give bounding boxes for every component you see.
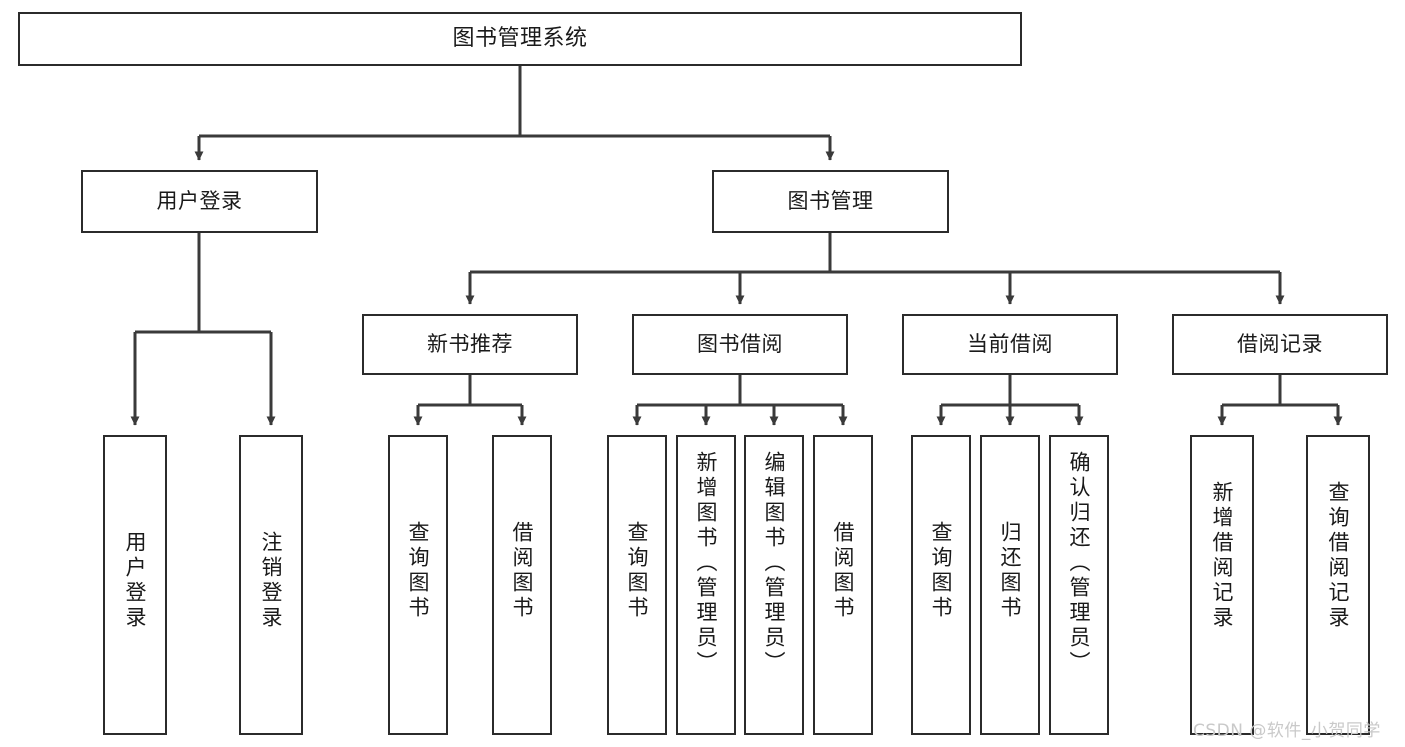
- node-leaf-query-record-label: 查询借阅记录: [1326, 481, 1351, 631]
- node-leaf-logout-login-label: 注销登录: [259, 531, 284, 631]
- node-book-borrow-label: 图书借阅: [697, 332, 783, 357]
- node-user-login-label: 用户登录: [156, 189, 243, 214]
- node-leaf-add-record-label: 新增借阅记录: [1210, 481, 1235, 631]
- node-borrow-record[interactable]: 借阅记录: [1172, 314, 1388, 375]
- node-leaf-query-book-1-label: 查询图书: [406, 521, 431, 621]
- node-root[interactable]: 图书管理系统: [18, 12, 1022, 66]
- node-leaf-logout-login[interactable]: 注销登录: [239, 435, 303, 735]
- node-leaf-confirm-return-label: 确认归还（管理员）: [1067, 451, 1092, 676]
- node-user-login[interactable]: 用户登录: [81, 170, 318, 233]
- node-leaf-add-record[interactable]: 新增借阅记录: [1190, 435, 1254, 735]
- node-leaf-user-login[interactable]: 用户登录: [103, 435, 167, 735]
- node-new-book-recommend-label: 新书推荐: [427, 332, 513, 357]
- node-leaf-query-book-3-label: 查询图书: [929, 521, 954, 621]
- node-leaf-query-book-1[interactable]: 查询图书: [388, 435, 448, 735]
- node-leaf-query-book-2-label: 查询图书: [625, 521, 650, 621]
- node-borrow-record-label: 借阅记录: [1237, 332, 1323, 357]
- node-leaf-query-book-2[interactable]: 查询图书: [607, 435, 667, 735]
- node-leaf-borrow-book-1-label: 借阅图书: [510, 521, 535, 621]
- node-leaf-edit-book[interactable]: 编辑图书（管理员）: [744, 435, 804, 735]
- node-leaf-borrow-book-1[interactable]: 借阅图书: [492, 435, 552, 735]
- node-leaf-edit-book-label: 编辑图书（管理员）: [762, 451, 787, 676]
- node-book-borrow[interactable]: 图书借阅: [632, 314, 848, 375]
- node-book-manage-label: 图书管理: [787, 189, 874, 214]
- node-leaf-query-record[interactable]: 查询借阅记录: [1306, 435, 1370, 735]
- node-current-borrow-label: 当前借阅: [967, 332, 1053, 357]
- node-leaf-borrow-book-2-label: 借阅图书: [831, 521, 856, 621]
- node-leaf-user-login-label: 用户登录: [123, 531, 148, 631]
- node-current-borrow[interactable]: 当前借阅: [902, 314, 1118, 375]
- node-leaf-add-book-label: 新增图书（管理员）: [694, 451, 719, 676]
- node-leaf-add-book[interactable]: 新增图书（管理员）: [676, 435, 736, 735]
- node-leaf-return-book-label: 归还图书: [998, 521, 1023, 621]
- node-leaf-borrow-book-2[interactable]: 借阅图书: [813, 435, 873, 735]
- node-book-manage[interactable]: 图书管理: [712, 170, 949, 233]
- node-leaf-return-book[interactable]: 归还图书: [980, 435, 1040, 735]
- node-root-label: 图书管理系统: [452, 26, 588, 52]
- node-leaf-confirm-return[interactable]: 确认归还（管理员）: [1049, 435, 1109, 735]
- node-leaf-query-book-3[interactable]: 查询图书: [911, 435, 971, 735]
- node-new-book-recommend[interactable]: 新书推荐: [362, 314, 578, 375]
- csdn-watermark: CSDN @软件_小贺同学: [1193, 721, 1381, 741]
